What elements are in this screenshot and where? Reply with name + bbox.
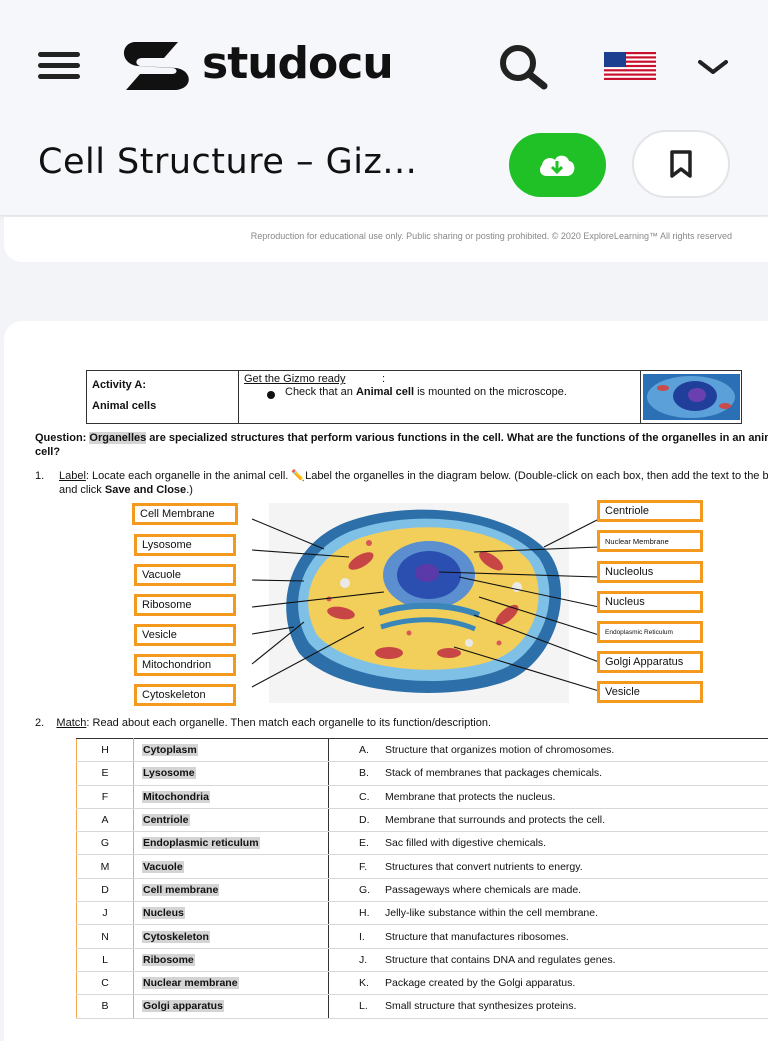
match-answer-letter[interactable]: F <box>77 785 134 808</box>
studocu-logo-text: studocu <box>202 38 393 90</box>
match-answer-letter[interactable]: J <box>77 902 134 925</box>
match-answer-letter[interactable]: M <box>77 855 134 878</box>
cloud-download-icon <box>537 150 577 180</box>
label-instruction: 1. Label: Locate each organelle in the a… <box>35 469 768 497</box>
download-button[interactable] <box>509 133 606 197</box>
animal-cell-diagram-image <box>269 503 569 703</box>
diagram-label-nucleus[interactable]: Nucleus <box>597 591 703 613</box>
organelle-description: H.Jelly-like substance within the cell m… <box>329 902 768 925</box>
diagram-label-cell-membrane[interactable]: Cell Membrane <box>132 503 238 525</box>
activity-header-table: Activity A: Animal cells Get the Gizmo r… <box>86 370 742 424</box>
document-page-1: Reproduction for educational use only. P… <box>4 217 768 262</box>
gizmo-instruction-text: Check that an Animal cell is mounted on … <box>285 386 625 399</box>
us-flag-icon[interactable] <box>604 52 656 80</box>
match-answer-letter[interactable]: D <box>77 878 134 901</box>
cell-diagram: Cell Membrane Lysosome Vacuole Ribosome … <box>4 497 768 709</box>
organelle-name: Golgi apparatus <box>134 995 329 1018</box>
activity-label: Activity A: <box>92 379 146 391</box>
organelle-name: Lysosome <box>134 762 329 785</box>
diagram-label-vesicle-right[interactable]: Vesicle <box>597 681 703 703</box>
diagram-label-lysosome[interactable]: Lysosome <box>134 534 236 556</box>
bullet-point <box>267 391 275 399</box>
organelle-name: Nuclear membrane <box>134 971 329 994</box>
hamburger-icon[interactable] <box>38 52 82 80</box>
organelle-description: C.Membrane that protects the nucleus. <box>329 785 768 808</box>
diagram-label-cytoskeleton[interactable]: Cytoskeleton <box>134 684 236 706</box>
organelle-name: Mitochondria <box>134 785 329 808</box>
document-title: Cell Structure – Giz... <box>38 142 417 182</box>
organelle-description: A.Structure that organizes motion of chr… <box>329 739 768 762</box>
question-prompt: Question: Organelles are specialized str… <box>35 431 768 459</box>
organelle-description: B.Stack of membranes that packages chemi… <box>329 762 768 785</box>
gizmo-ready-heading: Get the Gizmo ready <box>244 373 346 385</box>
match-instruction: 2. Match: Read about each organelle. The… <box>35 717 491 729</box>
studocu-logo-mark-icon <box>120 38 198 94</box>
organelle-description: F.Structures that convert nutrients to e… <box>329 855 768 878</box>
organelle-description: G.Passageways where chemicals are made. <box>329 878 768 901</box>
match-answer-letter[interactable]: C <box>77 971 134 994</box>
match-answer-letter[interactable]: G <box>77 832 134 855</box>
organelle-description: I.Structure that manufactures ribosomes. <box>329 925 768 948</box>
studocu-logo[interactable]: studocu <box>120 38 420 94</box>
animal-cell-thumbnail <box>643 374 740 420</box>
chevron-down-icon[interactable] <box>696 56 730 78</box>
organelle-name: Centriole <box>134 808 329 831</box>
diagram-label-vacuole[interactable]: Vacuole <box>134 564 236 586</box>
top-bar: studocu Cell Structure – Giz... <box>0 0 768 216</box>
organelle-name: Cytoplasm <box>134 739 329 762</box>
match-answer-letter[interactable]: B <box>77 995 134 1018</box>
diagram-label-endoplasmic-reticulum[interactable]: Endoplasmic Reticulum <box>597 621 703 643</box>
bookmark-button[interactable] <box>632 130 730 198</box>
organelle-name: Cell membrane <box>134 878 329 901</box>
organelle-name: Ribosome <box>134 948 329 971</box>
organelle-description: J.Structure that contains DNA and regula… <box>329 948 768 971</box>
organelle-name: Endoplasmic reticulum <box>134 832 329 855</box>
organelle-description: D.Membrane that surrounds and protects t… <box>329 808 768 831</box>
diagram-label-centriole[interactable]: Centriole <box>597 500 703 522</box>
match-answer-letter[interactable]: H <box>77 739 134 762</box>
bookmark-icon <box>668 149 694 179</box>
match-answer-letter[interactable]: L <box>77 948 134 971</box>
organelle-description: L.Small structure that synthesizes prote… <box>329 995 768 1018</box>
diagram-label-vesicle-left[interactable]: Vesicle <box>134 624 236 646</box>
diagram-label-mitochondrion[interactable]: Mitochondrion <box>134 654 236 676</box>
search-icon[interactable] <box>494 42 554 90</box>
diagram-label-ribosome[interactable]: Ribosome <box>134 594 236 616</box>
organelle-description: E.Sac filled with digestive chemicals. <box>329 832 768 855</box>
activity-instructions-cell: Get the Gizmo ready: Check that an Anima… <box>239 371 641 423</box>
page-footer-copyright: Reproduction for educational use only. P… <box>251 231 732 241</box>
organelle-description: K.Package created by the Golgi apparatus… <box>329 971 768 994</box>
organelle-name: Vacuole <box>134 855 329 878</box>
organelle-name: Cytoskeleton <box>134 925 329 948</box>
match-answer-letter[interactable]: A <box>77 808 134 831</box>
diagram-label-nuclear-membrane[interactable]: Nuclear Membrane <box>597 530 703 552</box>
diagram-label-nucleolus[interactable]: Nucleolus <box>597 561 703 583</box>
activity-subject: Animal cells <box>92 400 156 412</box>
document-page-2: Activity A: Animal cells Get the Gizmo r… <box>4 321 768 1041</box>
match-answer-letter[interactable]: E <box>77 762 134 785</box>
diagram-label-golgi-apparatus[interactable]: Golgi Apparatus <box>597 651 703 673</box>
organelle-name: Nucleus <box>134 902 329 925</box>
match-answer-letter[interactable]: N <box>77 925 134 948</box>
activity-label-cell: Activity A: Animal cells <box>87 371 239 423</box>
